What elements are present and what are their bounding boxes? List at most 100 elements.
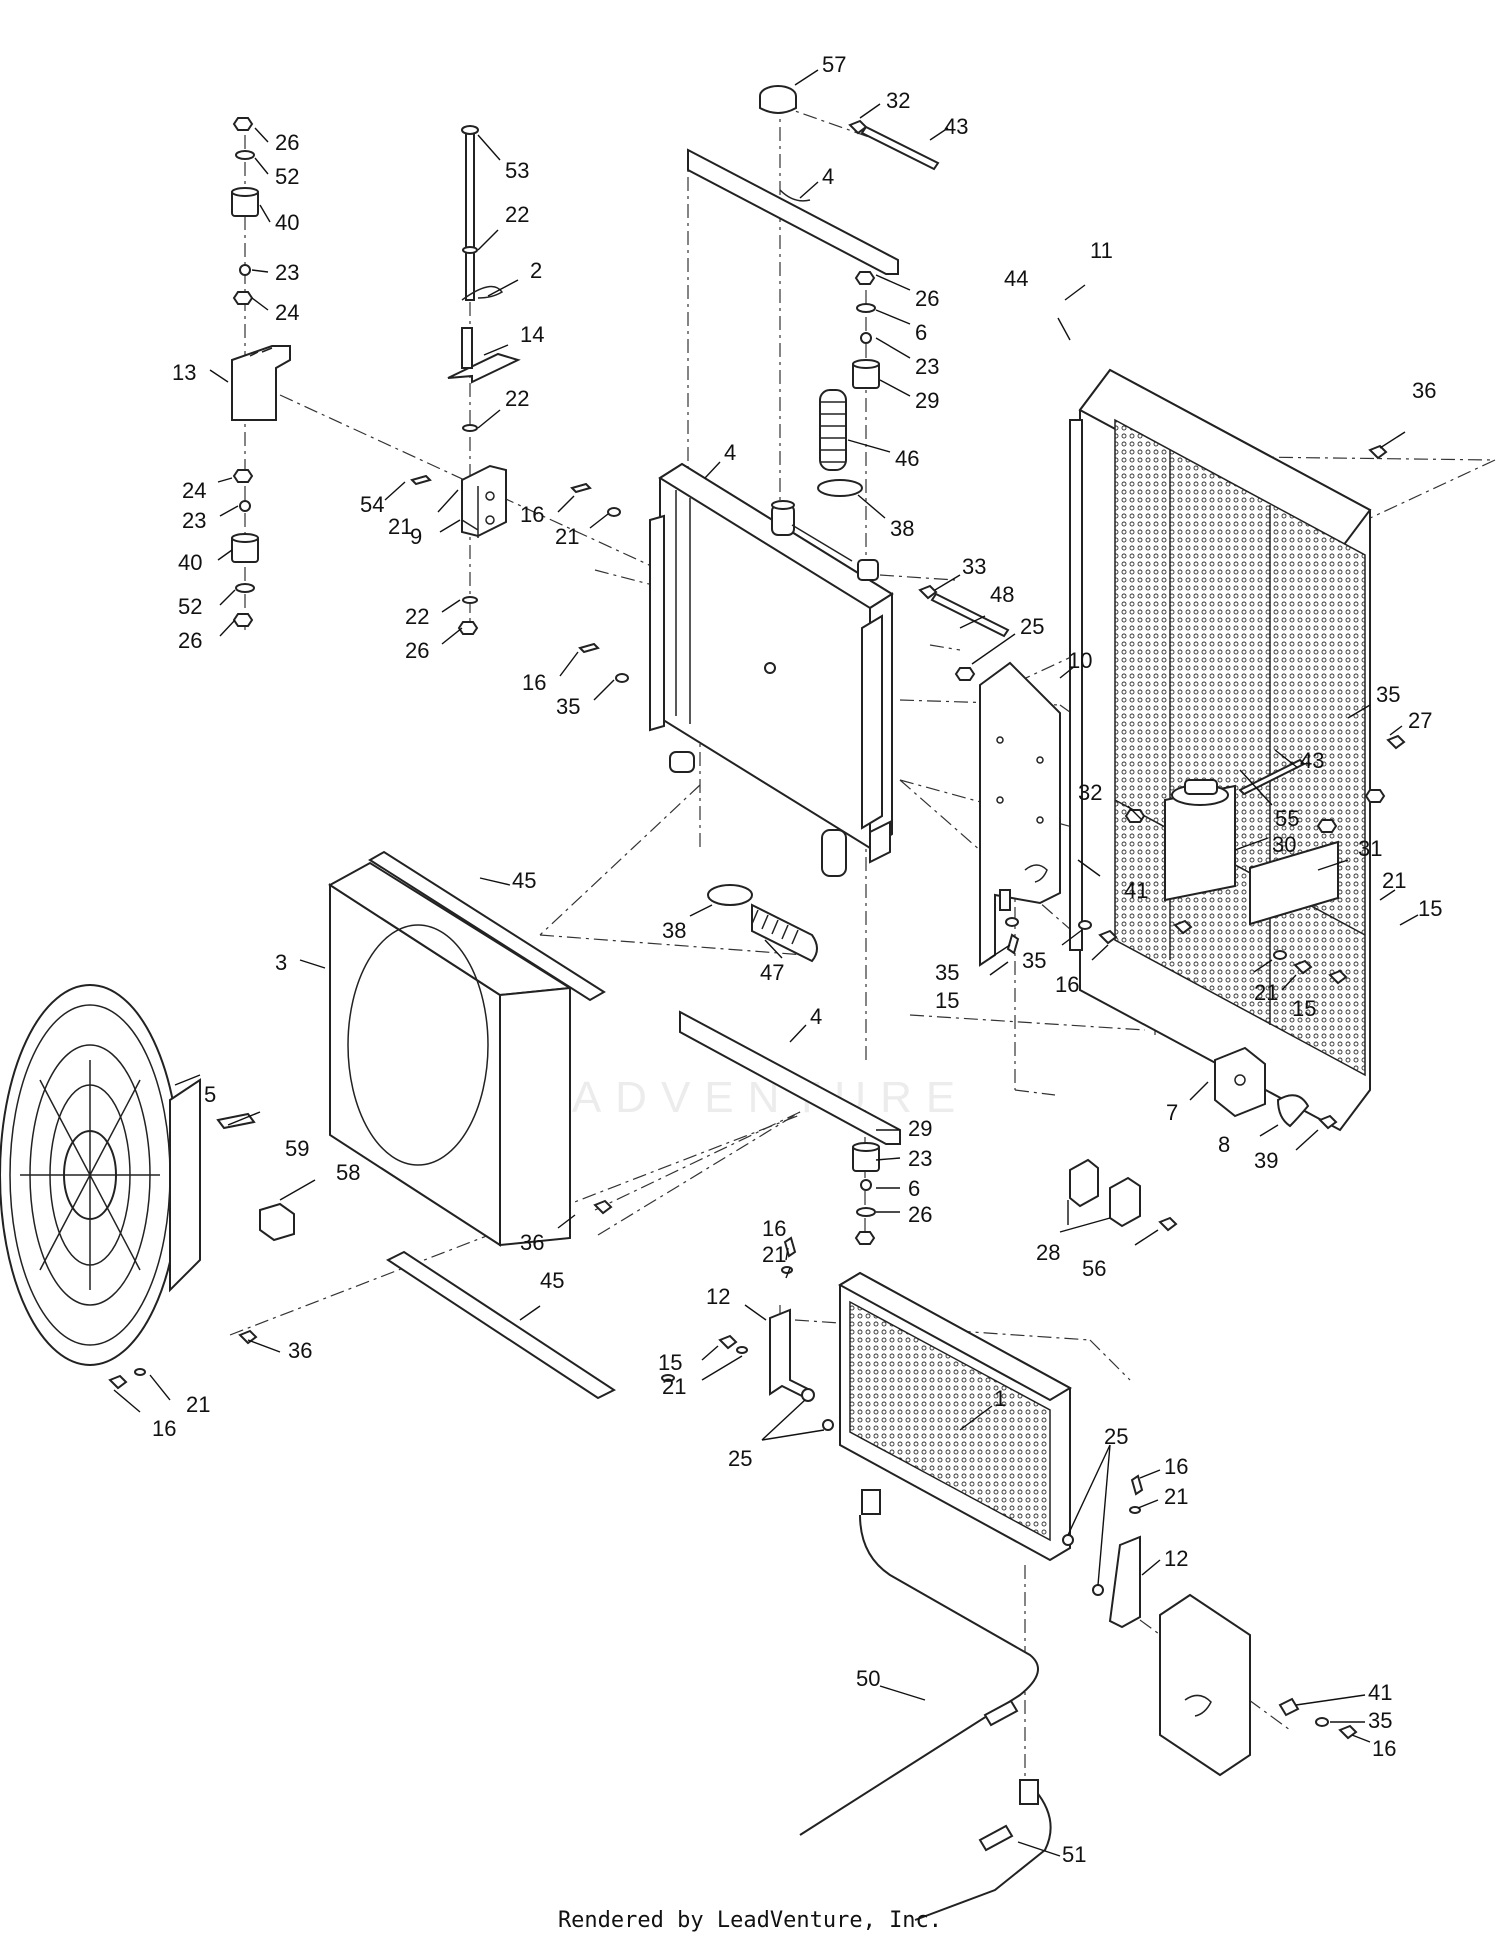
leader-lines <box>113 69 1419 1857</box>
callout-4: 4 <box>810 1004 822 1029</box>
callout-43: 43 <box>1300 748 1324 773</box>
callout-30: 30 <box>1272 832 1296 857</box>
callout-44: 44 <box>1004 266 1028 291</box>
footer-credit: Rendered by LeadVenture, Inc. <box>557 1908 943 1933</box>
callout-45: 45 <box>540 1268 564 1293</box>
callout-35: 35 <box>1022 948 1046 973</box>
small-brackets <box>1069 1046 1310 1232</box>
bottom-strap <box>679 1010 901 1145</box>
bracket-stack <box>410 125 629 683</box>
callout-23: 23 <box>182 508 206 533</box>
callout-35: 35 <box>1368 1708 1392 1733</box>
callout-55: 55 <box>1275 806 1299 831</box>
screen-guard <box>1069 368 1372 1132</box>
oil-cooler <box>837 1271 1073 1562</box>
callout-15: 15 <box>1418 896 1442 921</box>
callout-31: 31 <box>1358 836 1382 861</box>
callout-15: 15 <box>935 988 959 1013</box>
callout-7: 7 <box>1166 1100 1178 1125</box>
callout-26: 26 <box>178 628 202 653</box>
mount-stack-lower <box>852 1142 880 1245</box>
callout-46: 46 <box>895 446 919 471</box>
callout-52: 52 <box>275 164 299 189</box>
callout-4: 4 <box>822 164 834 189</box>
callout-15: 15 <box>658 1350 682 1375</box>
callout-24: 24 <box>182 478 206 503</box>
callout-11: 11 <box>1090 238 1113 263</box>
callout-21: 21 <box>1254 980 1278 1005</box>
callout-45: 45 <box>512 868 536 893</box>
callout-25: 25 <box>1104 1424 1128 1449</box>
callout-39: 39 <box>1254 1148 1278 1173</box>
callout-21: 21 <box>1164 1484 1188 1509</box>
callout-24: 24 <box>275 300 299 325</box>
callout-33: 33 <box>962 554 986 579</box>
callout-41: 41 <box>1124 878 1148 903</box>
callout-43: 43 <box>944 114 968 139</box>
cap-and-rod <box>759 85 940 171</box>
callout-23: 23 <box>908 1146 932 1171</box>
callout-26: 26 <box>275 130 299 155</box>
callout-51: 51 <box>1062 1842 1086 1867</box>
radiator <box>649 462 894 877</box>
fan-assembly <box>0 984 295 1366</box>
callout-16: 16 <box>1164 1454 1188 1479</box>
callout-1: 1 <box>994 1386 1006 1411</box>
side-plate <box>979 661 1061 967</box>
callout-25: 25 <box>728 1446 752 1471</box>
callout-3: 3 <box>275 950 287 975</box>
callout-10: 10 <box>1068 648 1092 673</box>
callout-57: 57 <box>822 52 846 77</box>
callout-14: 14 <box>520 322 544 347</box>
mount-stack-left <box>231 117 291 627</box>
callout-29: 29 <box>915 388 939 413</box>
callout-58: 58 <box>336 1160 360 1185</box>
coolant-bottle <box>1124 734 1406 926</box>
top-strap <box>687 148 899 275</box>
callout-22: 22 <box>505 386 529 411</box>
cooler-hoses <box>799 1489 1052 1921</box>
callout-22: 22 <box>505 202 529 227</box>
rod-48 <box>918 584 1010 681</box>
callout-32: 32 <box>886 88 910 113</box>
callout-40: 40 <box>178 550 202 575</box>
callout-26: 26 <box>405 638 429 663</box>
callout-21: 21 <box>762 1242 786 1267</box>
callout-12: 12 <box>706 1284 730 1309</box>
callout-41: 41 <box>1368 1680 1392 1705</box>
callout-35: 35 <box>1376 682 1400 707</box>
callout-21: 21 <box>388 514 412 539</box>
callout-36: 36 <box>520 1230 544 1255</box>
callout-38: 38 <box>890 516 914 541</box>
callout-16: 16 <box>1372 1736 1396 1761</box>
callout-6: 6 <box>915 320 927 345</box>
callout-15: 15 <box>1292 996 1316 1021</box>
callout-23: 23 <box>275 260 299 285</box>
fan-shroud <box>328 850 617 1400</box>
callout-48: 48 <box>990 582 1014 607</box>
callout-38: 38 <box>662 918 686 943</box>
misc-fasteners <box>108 444 1388 1740</box>
callout-36: 36 <box>288 1338 312 1363</box>
callout-21: 21 <box>186 1392 210 1417</box>
callout-35: 35 <box>556 694 580 719</box>
callout-54: 54 <box>360 492 384 517</box>
callout-22: 22 <box>405 604 429 629</box>
callout-50: 50 <box>856 1666 880 1691</box>
callout-52: 52 <box>178 594 202 619</box>
callout-numbers: 57 32 43 4 26 52 40 23 24 13 24 23 40 52… <box>152 52 1442 1867</box>
callout-4: 4 <box>724 440 736 465</box>
callout-21: 21 <box>555 524 579 549</box>
callout-21: 21 <box>662 1374 686 1399</box>
lower-hose <box>707 884 818 963</box>
callout-16: 16 <box>152 1416 176 1441</box>
callout-16: 16 <box>762 1216 786 1241</box>
callout-29: 29 <box>908 1116 932 1141</box>
callout-47: 47 <box>760 960 784 985</box>
callout-26: 26 <box>915 286 939 311</box>
callout-26: 26 <box>908 1202 932 1227</box>
callout-59: 59 <box>285 1136 309 1161</box>
callout-13: 13 <box>172 360 196 385</box>
callout-32: 32 <box>1078 780 1102 805</box>
